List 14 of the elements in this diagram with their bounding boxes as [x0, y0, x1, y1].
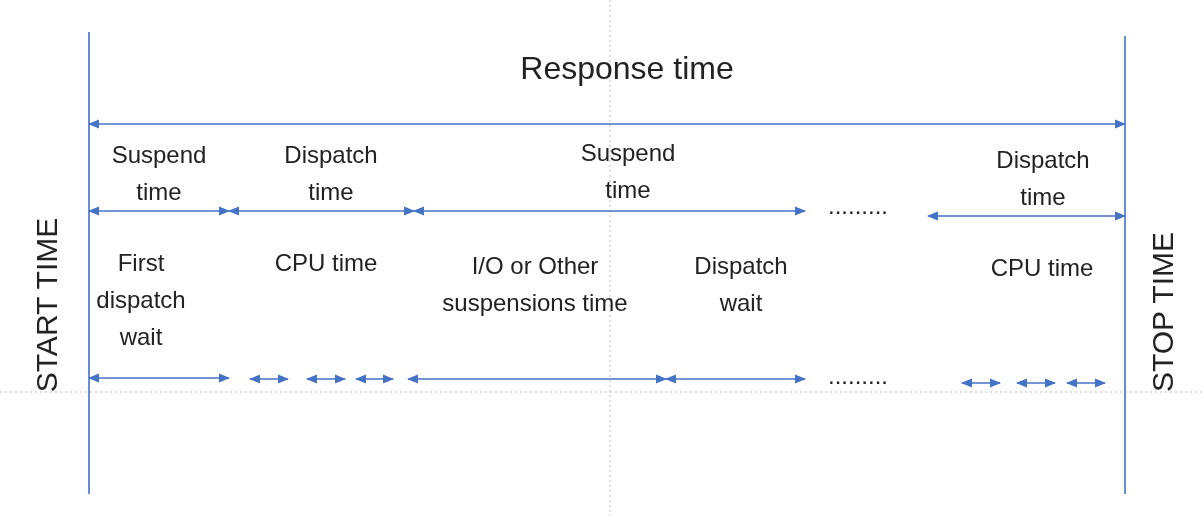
interval-label: ......... — [827, 361, 889, 391]
interval-label: ......... — [827, 191, 889, 221]
interval-label: CPU time — [989, 253, 1095, 283]
interval-label: First dispatch wait — [95, 248, 187, 352]
interval-label: Suspend time — [110, 140, 208, 207]
interval-label: Dispatch time — [995, 145, 1091, 212]
interval-label: I/O or Other suspensions time — [441, 251, 629, 318]
interval-label: Dispatch wait — [693, 251, 789, 318]
interval-label: Dispatch time — [283, 140, 379, 207]
interval-label: CPU time — [273, 248, 379, 278]
interval-label: Response time — [519, 50, 735, 87]
time-marker-label: START TIME — [30, 217, 64, 393]
time-marker-label: STOP TIME — [1146, 231, 1180, 393]
interval-label: Suspend time — [579, 138, 677, 205]
